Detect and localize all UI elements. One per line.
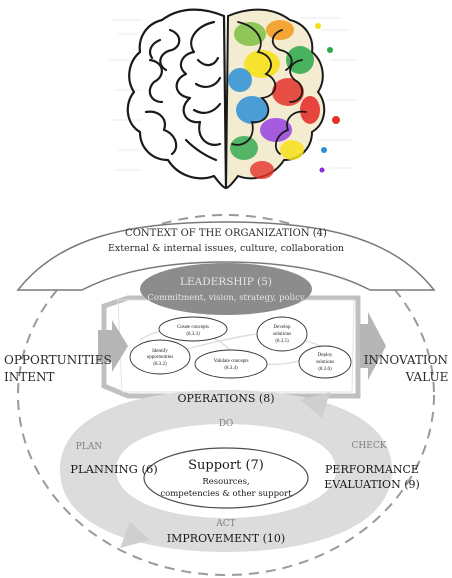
- leadership-ellipse: [140, 263, 312, 315]
- process-ellipses: [129, 316, 352, 379]
- process-deploy-line1: Deploy: [318, 353, 333, 358]
- process-create-line1: Create concepts: [177, 325, 209, 330]
- process-validate-concepts: [194, 349, 268, 379]
- process-create-concepts: [158, 316, 228, 342]
- process-deploy-solutions: [298, 345, 352, 379]
- process-create-line2: (8.3.3): [186, 332, 200, 337]
- leadership-title: LEADERSHIP (5): [180, 276, 272, 288]
- process-identify-line3: (8.3.2): [153, 362, 167, 367]
- cycle-act-label: ACT: [215, 519, 235, 529]
- process-validate-line2: (8.3.4): [224, 366, 238, 371]
- context-subtitle: External & internal issues, culture, col…: [108, 243, 344, 254]
- process-deploy-line2: solutions: [316, 360, 334, 365]
- process-identify-opportunities: [129, 339, 191, 375]
- context-arch: [16, 221, 436, 291]
- pdca-cycle-band: [60, 390, 392, 552]
- operations-label: OPERATIONS (8): [177, 392, 274, 405]
- process-develop-line3: (8.3.5): [275, 339, 289, 344]
- evaluation-label: EVALUATION (9): [324, 478, 420, 491]
- planning-label: PLANNING (6): [70, 462, 158, 476]
- process-develop-line1: Develop: [274, 325, 291, 330]
- process-develop-solutions: [256, 316, 308, 352]
- process-develop-line2: solutions: [273, 332, 291, 337]
- cycle-do-label: DO: [219, 419, 234, 429]
- brain-split-colorful-icon: [110, 8, 356, 190]
- output-arrow: [360, 312, 386, 380]
- intent-label: INTENT: [4, 370, 55, 384]
- process-identify-line1: Identify: [152, 349, 168, 354]
- support-line2: competencies & other support: [160, 489, 292, 499]
- support-title: Support (7): [188, 458, 264, 473]
- support-ellipse: [143, 447, 309, 509]
- cycle-plan-label: PLAN: [76, 442, 103, 452]
- process-deploy-line3: (8.3.6): [318, 367, 332, 372]
- opportunities-label: OPPORTUNITIES: [4, 353, 112, 367]
- innovation-label: INNOVATION: [364, 353, 448, 367]
- leadership-subtitle: Commitment, vision, strategy, policy: [147, 293, 304, 303]
- process-identify-line2: opportunities: [147, 355, 173, 360]
- cycle-check-label: CHECK: [352, 441, 387, 451]
- performance-label: PERFORMANCE: [325, 463, 419, 476]
- value-label: VALUE: [405, 370, 449, 384]
- process-validate-line1: Validate concepts: [213, 359, 248, 364]
- improvement-label: IMPROVEMENT (10): [167, 532, 285, 545]
- support-line1: Resources,: [202, 477, 249, 487]
- context-title: CONTEXT OF THE ORGANIZATION (4): [125, 228, 327, 239]
- input-arrow: [98, 320, 128, 372]
- organization-boundary-dashed: [17, 214, 435, 576]
